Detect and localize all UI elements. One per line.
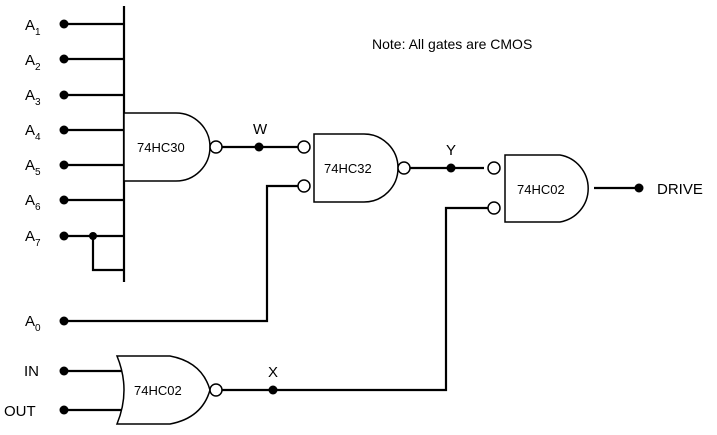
input-label-a4: A4 (25, 122, 41, 143)
junction-a7 (89, 232, 97, 240)
junction-w (254, 142, 264, 152)
junction-y (446, 163, 456, 173)
junction-x (268, 385, 278, 395)
wire-x (222, 206, 488, 392)
input-label-a2: A2 (25, 52, 41, 73)
input-label-a0: A0 (25, 313, 41, 334)
input-label-a7: A7 (25, 228, 41, 249)
nor-x-gate (115, 355, 223, 425)
gate-label-nand8: 74HC30 (137, 140, 185, 155)
input-label-a1: A1 (25, 17, 41, 38)
input-label-a3: A3 (25, 87, 41, 108)
output-label-drive: DRIVE (657, 181, 703, 198)
or-y-gate (297, 133, 411, 203)
gate-label-nor-drive: 74HC02 (517, 182, 565, 197)
input-label-in: IN (24, 363, 39, 380)
note-text: Note: All gates are CMOS (372, 36, 532, 52)
node-label-y: Y (446, 142, 456, 159)
gate-label-nor-x: 74HC02 (134, 383, 182, 398)
wire-a0 (64, 184, 298, 323)
gate-label-or-y: 74HC32 (324, 161, 372, 176)
input-label-a6: A6 (25, 192, 41, 213)
nand8-gate (122, 6, 223, 282)
node-label-w: W (253, 121, 268, 138)
terminal-drive (634, 183, 644, 193)
nor-drive-gate (487, 154, 589, 223)
input-label-out: OUT (4, 403, 36, 420)
node-label-x: X (268, 364, 278, 381)
input-label-a5: A5 (25, 157, 41, 178)
